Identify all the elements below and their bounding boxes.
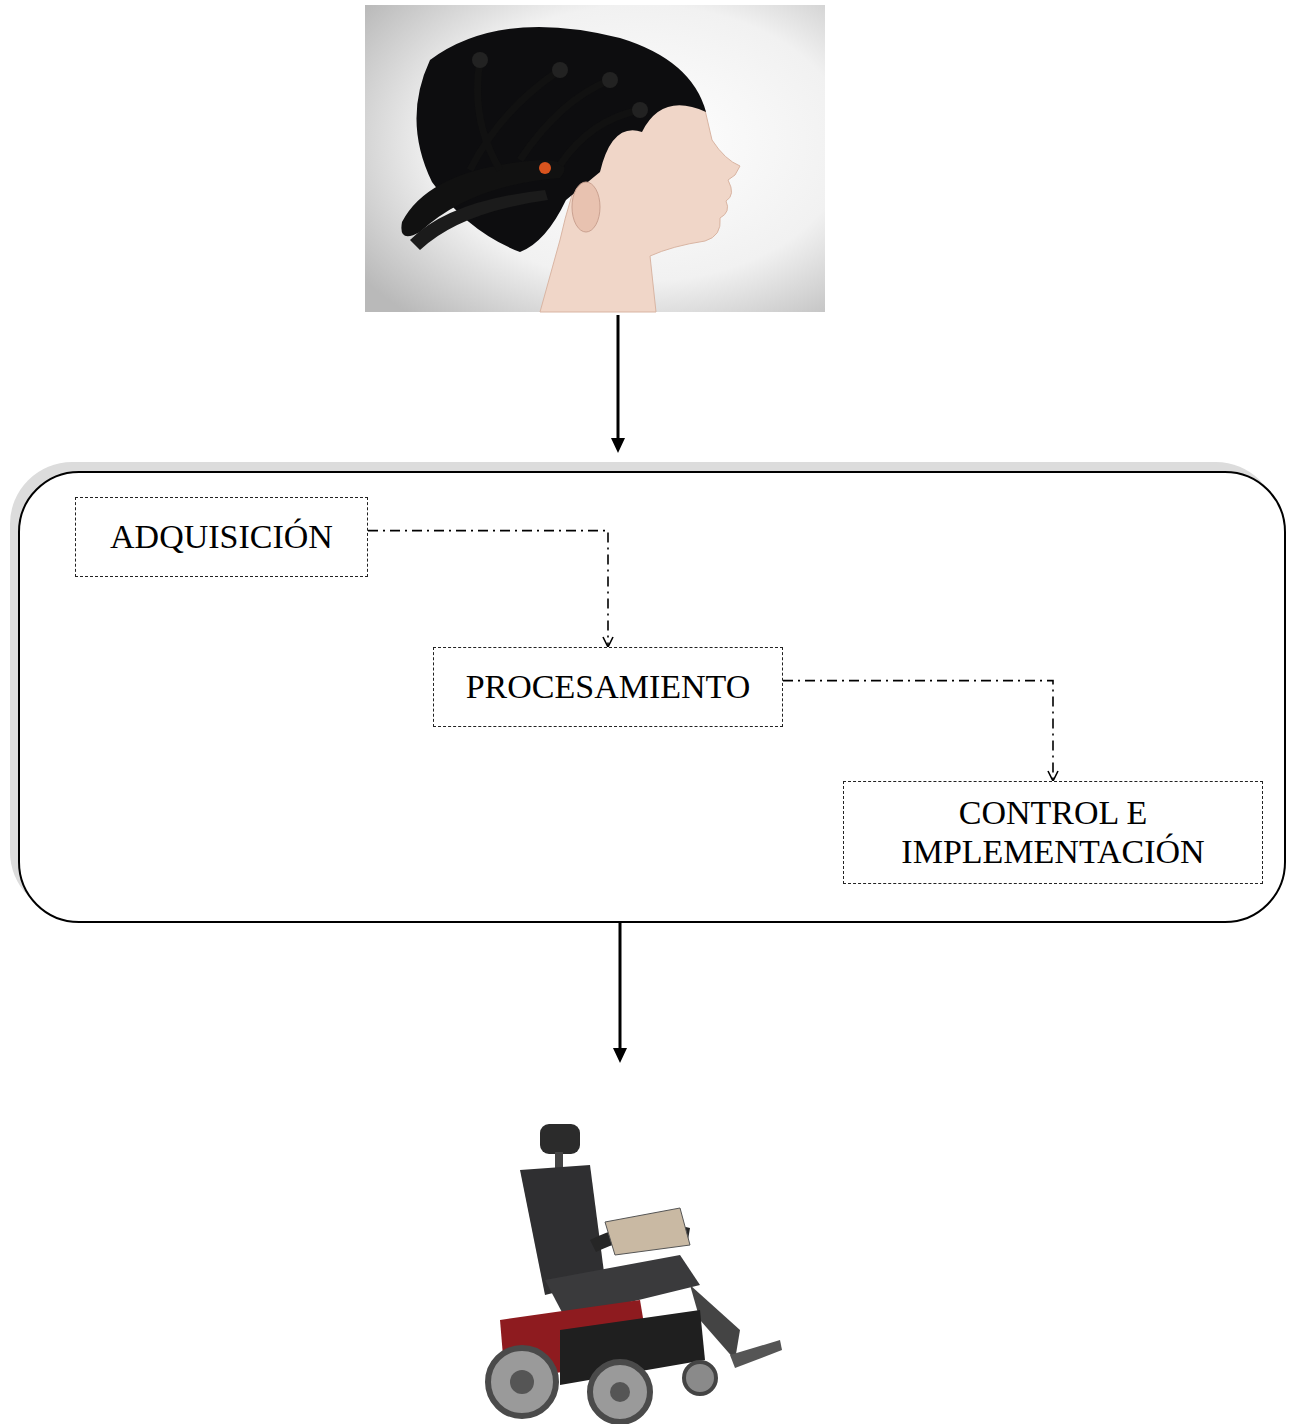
wheel (590, 1362, 650, 1422)
caster-wheel (684, 1362, 716, 1394)
headset-band (410, 190, 548, 250)
arrow-head (611, 438, 625, 453)
wheel (488, 1348, 556, 1416)
flow-connector (783, 681, 1053, 781)
headset-logo (539, 162, 551, 174)
system-container (19, 472, 1285, 922)
process-box: ADQUISICIÓN (75, 497, 368, 577)
flow-arrow (619, 922, 622, 1050)
headset-arms (470, 60, 640, 170)
electrode (472, 52, 488, 68)
electrode (602, 72, 618, 88)
box-label: CONTROL E IMPLEMENTACIÓN (844, 794, 1262, 870)
wheel-hub (610, 1382, 630, 1402)
electrode (552, 62, 568, 78)
box-label: ADQUISICIÓN (110, 518, 333, 556)
photo-ground (365, 5, 825, 312)
ear (572, 182, 600, 232)
eeg-headset-photo (365, 5, 825, 312)
arrow-head (613, 1048, 627, 1063)
process-box: CONTROL E IMPLEMENTACIÓN (843, 781, 1263, 884)
flow-connector (368, 531, 608, 647)
headrest (540, 1124, 580, 1154)
flow-arrow (617, 315, 620, 440)
process-box: PROCESAMIENTO (433, 647, 783, 727)
headrest-post (555, 1152, 563, 1168)
foot-plate (730, 1340, 782, 1368)
wheelchair-photo (488, 1124, 782, 1422)
electrode (632, 102, 648, 118)
wheel-hub (510, 1370, 534, 1394)
box-label: PROCESAMIENTO (466, 668, 751, 706)
control-panel (605, 1208, 690, 1255)
